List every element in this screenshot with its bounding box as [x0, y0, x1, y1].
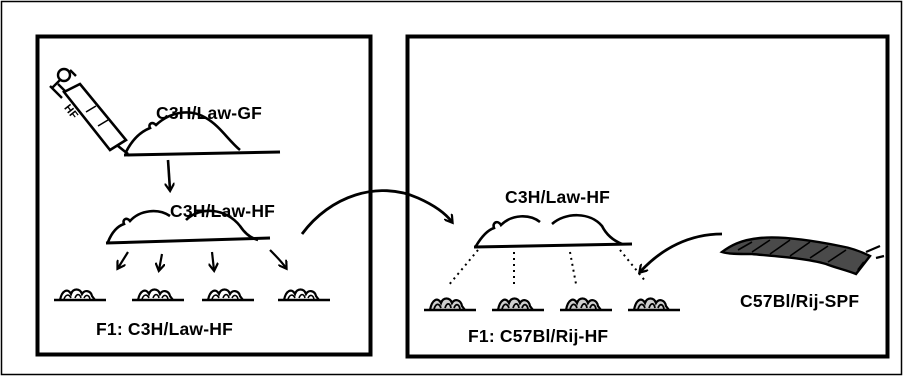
down-arrow	[168, 159, 170, 190]
left-panel-border	[35, 34, 373, 357]
left-birth-arrows	[118, 249, 286, 270]
suckling-dotted-lines	[447, 249, 647, 287]
middle-mother-label: C3H/Law-HF	[505, 187, 611, 207]
middle-pups	[422, 297, 682, 312]
middle-offspring-label: F1: C57Bl/Rij-HF	[468, 326, 609, 346]
foster-mouse	[719, 236, 885, 276]
foster-strain-label: C57Bl/Rij-SPF	[740, 291, 860, 311]
left-pups	[52, 288, 332, 302]
recipient-mouse	[105, 209, 271, 245]
donor-mouse	[123, 111, 281, 157]
foster-arrow	[640, 232, 723, 272]
middle-panel-border	[405, 34, 890, 359]
middle-mother-mouse	[473, 213, 633, 249]
syringe-icon	[49, 67, 129, 156]
left-offspring-label: F1: C3H/Law-HF	[96, 319, 233, 339]
transfer-arrow	[300, 189, 452, 235]
donor-strain-label: C3H/Law-GF	[156, 103, 263, 123]
recipient-strain-label: C3H/Law-HF	[170, 201, 276, 221]
